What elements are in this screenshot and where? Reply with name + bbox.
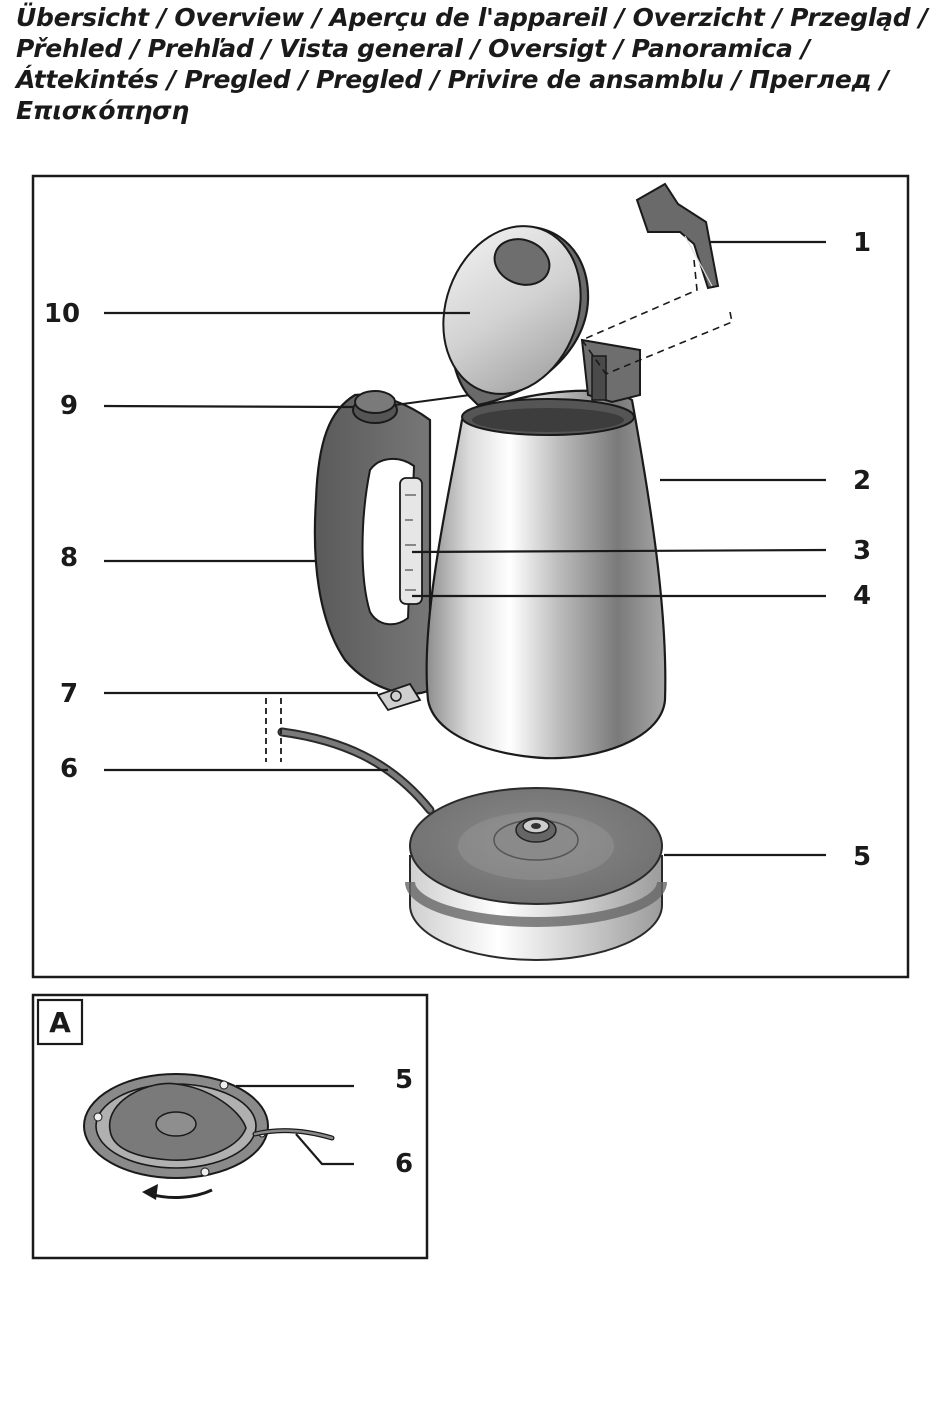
callout-7: 7 [60, 679, 78, 709]
callout-1: 1 [853, 228, 871, 258]
detail-callout-5: 5 [395, 1065, 413, 1095]
filter-insert-guide [581, 259, 733, 375]
limescale-filter [635, 182, 720, 290]
lid-release-button [352, 390, 398, 424]
leader-lines [103, 240, 827, 857]
kettle-body [425, 389, 667, 760]
base-station [405, 787, 667, 961]
callout-5: 5 [853, 842, 871, 872]
callout-10: 10 [44, 299, 80, 329]
detail-letter: A [49, 1006, 71, 1039]
callout-3: 3 [853, 536, 871, 566]
callout-9: 9 [60, 391, 78, 421]
detail-figure-frame [31, 993, 429, 1260]
spout [580, 338, 641, 404]
detail-callout-6: 6 [395, 1149, 413, 1179]
kettle-lid [442, 225, 590, 407]
detail-leader-6 [295, 1133, 354, 1166]
base-underside [83, 1073, 269, 1179]
callout-2: 2 [853, 466, 871, 496]
page-title: Übersicht / Overview / Aperçu de l'appar… [16, 3, 928, 125]
water-level-window [399, 477, 423, 605]
detail-letter-box [36, 998, 84, 1046]
callout-6: 6 [60, 754, 78, 784]
on-off-switch [376, 682, 422, 712]
cord-break-marks [265, 698, 282, 762]
callout-4: 4 [853, 581, 871, 611]
main-figure-frame [31, 174, 910, 979]
callout-8: 8 [60, 543, 78, 573]
rotate-arrow-icon [149, 1188, 213, 1199]
